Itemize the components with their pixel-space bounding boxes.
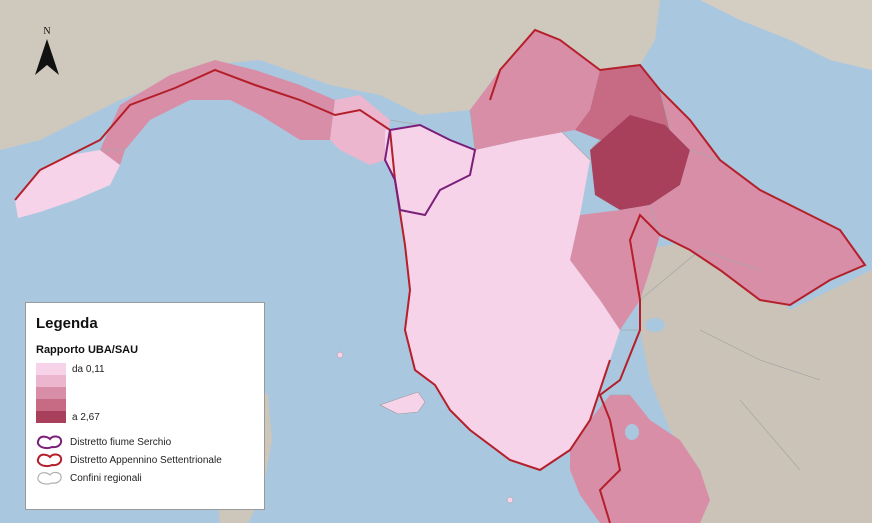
legend-class-label-1: da 0,11 <box>72 363 105 375</box>
appennino-district-boundary <box>14 28 867 523</box>
north-letter: N <box>43 26 51 37</box>
lazio-area <box>570 395 710 523</box>
liguria-mid-area <box>100 60 335 165</box>
legend-color-ramp: da 0,11 a 2,67 <box>36 363 254 423</box>
legend-title: Legenda <box>36 315 98 332</box>
northeast-land-relief <box>700 0 872 70</box>
legend-class-3 <box>36 387 254 399</box>
legend-appennino-label: Distretto Appennino Settentrionale <box>70 454 222 466</box>
giglio-island <box>506 496 514 504</box>
legend-panel: Legenda Rapporto UBA/SAU da 0,11 a 2,67 <box>25 302 265 510</box>
tuscany-area <box>400 130 620 470</box>
liguria-west-area <box>15 150 120 218</box>
regional-border-outline-icon <box>37 471 62 485</box>
lake-trasimeno <box>645 318 665 332</box>
legend-swatch-1 <box>36 363 66 375</box>
legend-serchio-label: Distretto fiume Serchio <box>70 436 172 448</box>
emilia-dark-area <box>590 115 690 210</box>
legend-swatch-4 <box>36 399 66 411</box>
serchio-district-area <box>385 125 475 215</box>
appennino-district-outline-icon <box>36 453 63 468</box>
north-arrow: N <box>34 26 60 78</box>
elba-island <box>379 391 426 415</box>
serchio-district-boundary <box>383 123 477 217</box>
legend-boundary-appennino: Distretto Appennino Settentrionale <box>36 451 254 469</box>
legend-class-4 <box>36 399 254 411</box>
legend-class-5: a 2,67 <box>36 411 254 423</box>
legend-regional-label: Confini regionali <box>70 472 142 484</box>
gorgona-island <box>336 351 344 359</box>
serchio-district-outline-icon <box>36 435 63 450</box>
legend-boundary-serchio: Distretto fiume Serchio <box>36 433 254 451</box>
lake-bolsena <box>625 424 639 440</box>
regional-borders <box>100 89 821 471</box>
legend-swatch-2 <box>36 375 66 387</box>
legend-boundary-regional: Confini regionali <box>36 469 254 487</box>
legend-boundaries: Distretto fiume Serchio Distretto Appenn… <box>36 433 254 487</box>
northern-land-relief <box>0 0 660 150</box>
legend-class-label-5: a 2,67 <box>72 411 100 423</box>
emilia-west-area <box>470 30 600 150</box>
north-arrow-icon <box>35 39 59 75</box>
legend-class-1: da 0,11 <box>36 363 254 375</box>
legend-swatch-5 <box>36 411 66 423</box>
legend-swatch-3 <box>36 387 66 399</box>
legend-class-2 <box>36 375 254 387</box>
umbria-west-area <box>570 205 660 330</box>
legend-subtitle: Rapporto UBA/SAU <box>36 344 139 356</box>
eastern-land-relief <box>640 240 872 523</box>
